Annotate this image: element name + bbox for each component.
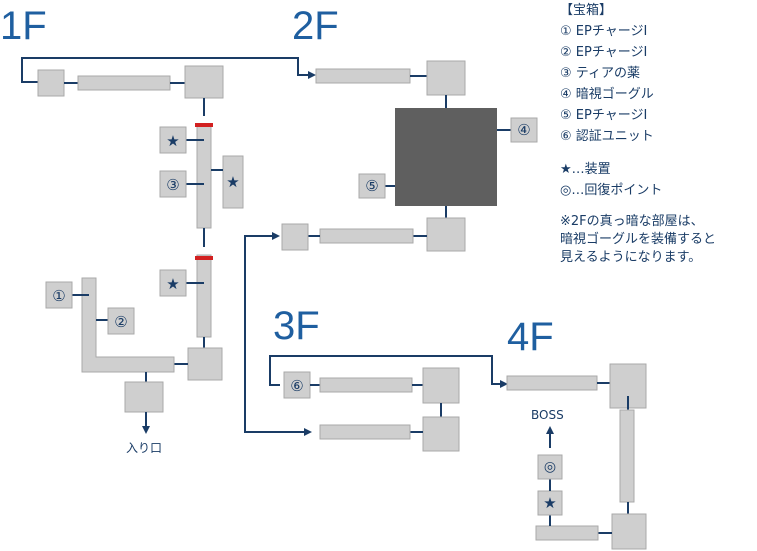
- marker-star-1f-c: ★: [159, 269, 187, 297]
- marker-star-4f: ★: [537, 490, 563, 516]
- legend-item: ⑤ EPチャージI: [560, 108, 648, 123]
- floor-label-1f: 1F: [0, 4, 47, 48]
- svg-text:④: ④: [517, 121, 530, 139]
- legend-symbol-recovery: ◎…回復ポイント: [560, 183, 663, 198]
- svg-text:⑥: ⑥: [290, 377, 303, 395]
- legend-title: 【宝箱】: [560, 3, 613, 18]
- boss-label: BOSS: [531, 408, 564, 422]
- room-1f-entrance: [124, 381, 164, 413]
- corridor-2f-top: [315, 68, 411, 84]
- corridor-1f-lower-vertical: [196, 254, 212, 338]
- room-2f-ne: [426, 60, 466, 96]
- stairs-path-2f-3f: [244, 235, 312, 436]
- corridor-3f-top: [319, 377, 413, 393]
- floor-1f-map: 入り口 ★ ★ ③ ★ ① ②: [21, 57, 316, 455]
- svg-text:★: ★: [166, 275, 179, 293]
- svg-text:★: ★: [543, 494, 556, 512]
- legend-note-line: ※2Fの真っ暗な部屋は、: [560, 214, 704, 229]
- room-1f-start: [37, 69, 65, 97]
- legend-note: ※2Fの真っ暗な部屋は、 暗視ゴーグルを装備すると 見えるようになります。: [560, 213, 755, 267]
- dark-room-2f: [395, 108, 497, 206]
- marker-chest-5: ⑤: [358, 173, 386, 199]
- svg-text:★: ★: [166, 132, 179, 150]
- corridor-4f-bottom: [535, 525, 599, 541]
- legend: 【宝箱】 ① EPチャージI ② EPチャージI ③ ティアの薬 ④ 暗視ゴーグ…: [560, 0, 755, 267]
- legend-item: ① EPチャージI: [560, 24, 648, 39]
- floor-label-4f: 4F: [507, 315, 554, 359]
- svg-text:★: ★: [226, 173, 239, 191]
- entrance-label: 入り口: [126, 441, 162, 455]
- svg-text:③: ③: [166, 176, 179, 194]
- svg-text:⑤: ⑤: [365, 177, 378, 195]
- floor-4f-map: ★ ◎ BOSS: [506, 363, 647, 550]
- marker-chest-1: ①: [45, 281, 73, 309]
- corridor-1f-top: [77, 75, 171, 91]
- legend-item: ③ ティアの薬: [560, 66, 641, 81]
- legend-note-line: 暗視ゴーグルを装備すると: [560, 232, 717, 247]
- stairs-path-3f-4f: [269, 355, 508, 388]
- room-3f-ne: [422, 367, 460, 404]
- legend-note-line: 見えるようになります。: [560, 250, 702, 265]
- legend-item: ② EPチャージI: [560, 45, 648, 60]
- svg-text:①: ①: [52, 287, 65, 305]
- marker-star-1f-a: ★: [159, 126, 187, 154]
- marker-chest-4: ④: [510, 117, 538, 143]
- floor-label-2f: 2F: [292, 4, 339, 48]
- corridor-3f-bottom: [319, 424, 411, 440]
- floor-2f-map: ④ ⑤: [244, 60, 538, 436]
- corridor-2f-bottom: [319, 228, 414, 244]
- legend-item: ④ 暗視ゴーグル: [560, 87, 654, 102]
- corridor-4f-vertical: [619, 409, 635, 503]
- room-4f-se: [611, 513, 647, 550]
- marker-chest-6: ⑥: [283, 371, 311, 399]
- svg-text:②: ②: [114, 313, 127, 331]
- room-3f-se: [422, 416, 460, 452]
- room-1f-side: [222, 155, 244, 209]
- floor-3f-map: ⑥: [269, 355, 508, 452]
- corridor-1f-l-shape: [81, 277, 175, 373]
- marker-star-1f-b: ★: [226, 173, 239, 191]
- room-2f-sw: [281, 223, 309, 251]
- stairs-path-1f-2f: [21, 57, 316, 83]
- room-1f-ne: [184, 65, 224, 99]
- floor-label-3f: 3F: [273, 304, 320, 348]
- corridor-4f-top: [506, 375, 598, 391]
- legend-item: ⑥ 認証ユニット: [560, 129, 654, 144]
- svg-text:◎: ◎: [544, 459, 556, 475]
- room-2f-se: [426, 217, 466, 252]
- marker-chest-2: ②: [107, 307, 135, 335]
- marker-chest-3: ③: [159, 170, 187, 198]
- legend-symbol-device: ★…装置: [560, 162, 611, 177]
- room-1f-se: [187, 347, 223, 381]
- marker-recovery-4f: ◎: [537, 454, 563, 480]
